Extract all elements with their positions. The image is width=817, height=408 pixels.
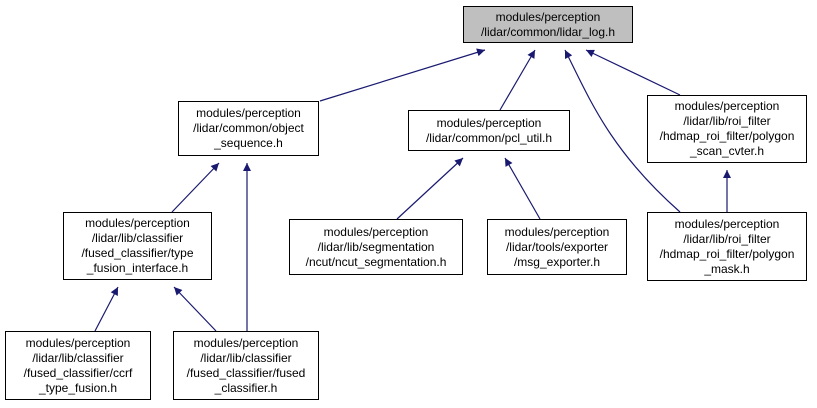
node-fused-classifier[interactable]: modules/perception /lidar/lib/classifier…	[173, 331, 319, 400]
node-label-line: /ncut/ncut_segmentation.h	[305, 254, 447, 269]
node-label-line: /fused_classifier/type	[81, 246, 194, 260]
node-label-line: modules/perception	[674, 216, 780, 231]
edge-polygon-scan-cvter-to-lidar-log	[585, 49, 681, 96]
edge-ccrf-type-fusion-to-type-fusion-interface	[94, 286, 119, 332]
node-label-line: modules/perception	[85, 216, 190, 230]
node-label-line: /fused_classifier/fused	[186, 365, 306, 380]
node-label-line: modules/perception	[674, 99, 780, 113]
node-pcl-util[interactable]: modules/perception /lidar/common/pcl_uti…	[408, 110, 570, 151]
node-label-line: modules/perception	[25, 335, 131, 350]
node-type-fusion-interface[interactable]: modules/perception /lidar/lib/classifier…	[63, 212, 212, 280]
edge-ncut-segmentation-to-pcl-util	[396, 157, 464, 220]
node-label-line: modules/perception	[436, 115, 542, 130]
node-label-line: /hdmap_roi_filter/polygon	[659, 246, 795, 261]
edge-msg-exporter-to-pcl-util	[504, 157, 541, 220]
edge-object-sequence-to-lidar-log	[319, 48, 486, 102]
node-ccrf-type-fusion[interactable]: modules/perception /lidar/lib/classifier…	[5, 331, 151, 400]
node-label-line: modules/perception	[193, 335, 299, 350]
node-label-line: /lidar/lib/segmentation	[317, 239, 435, 254]
node-label-line: modules/perception	[196, 106, 301, 120]
node-label-line: _scan_cvter.h	[689, 144, 765, 158]
edge-polygon-mask-to-lidar-log	[564, 49, 681, 213]
node-ncut-segmentation[interactable]: modules/perception /lidar/lib/segmentati…	[289, 219, 463, 275]
node-label-line: /lidar/tools/exporter	[505, 239, 609, 254]
edges	[94, 48, 731, 332]
node-label-line: _sequence.h	[214, 136, 283, 150]
node-polygon-scan-cvter[interactable]: modules/perception /lidar/lib/roi_filter…	[647, 95, 807, 163]
node-label-line: _fusion_interface.h	[86, 261, 189, 275]
node-label-line: modules/perception	[504, 224, 610, 239]
node-object-sequence[interactable]: modules/perception /lidar/common/object …	[178, 101, 319, 156]
node-label-line: _mask.h	[704, 261, 750, 276]
edge-type-fusion-interface-to-object-sequence	[171, 162, 220, 213]
node-label-line: /lidar/lib/roi_filter	[683, 231, 771, 246]
node-label-line: /lidar/lib/classifier	[200, 350, 292, 365]
node-label-line: /lidar/common/pcl_util.h	[425, 130, 553, 145]
node-label-line: modules/perception	[495, 9, 601, 24]
edge-pcl-util-to-lidar-log	[499, 49, 536, 111]
node-label-line: /lidar/common/lidar_log.h	[480, 24, 616, 39]
edge-fused-classifier-to-type-fusion-interface	[173, 286, 217, 332]
node-label-line: _type_fusion.h	[38, 380, 118, 395]
node-label-line: modules/perception	[323, 224, 429, 239]
node-label-line: /lidar/lib/classifier	[91, 231, 184, 245]
node-msg-exporter[interactable]: modules/perception /lidar/tools/exporter…	[487, 219, 627, 275]
node-label-line: /hdmap_roi_filter/polygon	[659, 129, 795, 143]
node-label-line: /msg_exporter.h	[513, 254, 601, 269]
node-label-line: _classifier.h	[214, 380, 278, 395]
node-label-line: /lidar/common/object	[193, 121, 304, 135]
node-label-line: /lidar/lib/roi_filter	[683, 114, 771, 128]
node-lidar-log[interactable]: modules/perception /lidar/common/lidar_l…	[463, 6, 633, 43]
node-polygon-mask[interactable]: modules/perception /lidar/lib/roi_filter…	[647, 212, 807, 281]
node-label-line: /lidar/lib/classifier	[32, 350, 124, 365]
node-label-line: /fused_classifier/ccrf	[23, 365, 133, 380]
